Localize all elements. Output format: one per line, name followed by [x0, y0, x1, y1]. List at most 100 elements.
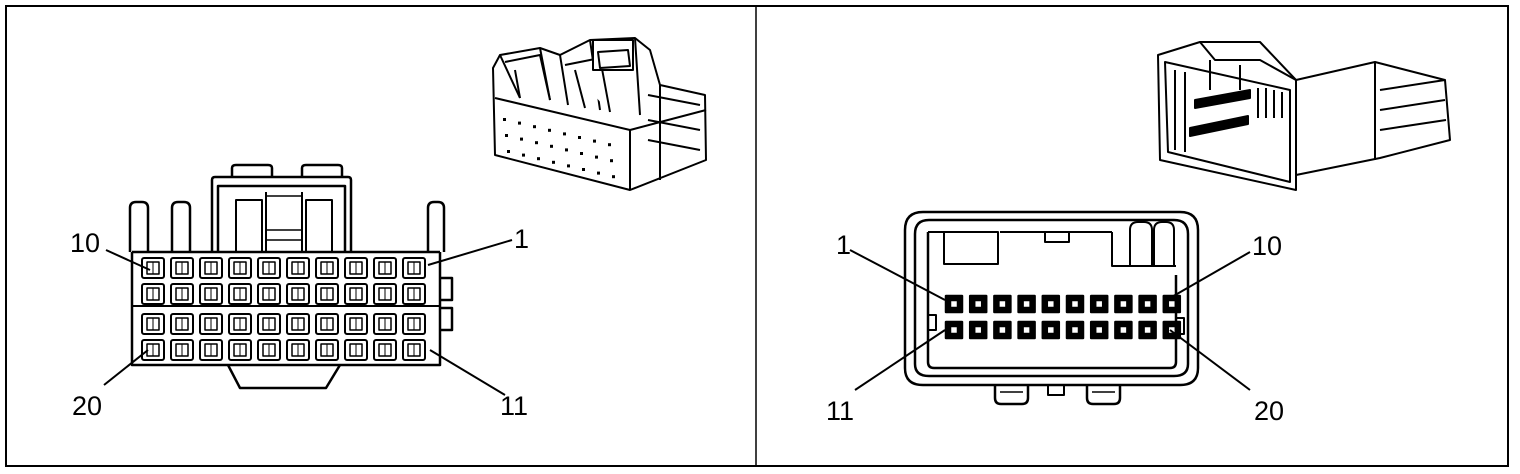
leader-pin-20 [103, 349, 149, 386]
pin-label-11: 11 [500, 391, 528, 421]
iso-cavity-dot [597, 171, 600, 175]
outer-frame [5, 5, 1509, 467]
leader-pin-11 [429, 349, 506, 396]
female-cavity [257, 283, 281, 305]
male-pin [1017, 320, 1036, 340]
leader-pin-20-male [1169, 329, 1251, 391]
iso-cavity-dot [520, 137, 523, 141]
male-pin [1041, 294, 1061, 314]
female-cavity [373, 313, 397, 335]
iso-cavity-dot [608, 143, 611, 147]
leader-pin-1 [427, 239, 513, 266]
iso-cavity-dot [533, 125, 536, 129]
iso-cavity-dot [507, 150, 510, 153]
iso-cavity-dot [563, 132, 566, 136]
male-pin [1162, 294, 1182, 314]
iso-cavity-dot [565, 148, 568, 152]
male-pin [1138, 320, 1157, 340]
male-pin [1089, 320, 1109, 340]
female-cavity [199, 339, 223, 361]
pin-label-1: 1 [514, 224, 529, 254]
female-cavity [257, 313, 281, 335]
female-cavity [199, 283, 223, 305]
iso-cavity-dot [537, 157, 540, 161]
female-cavity [315, 313, 339, 335]
iso-cavity-dot [610, 159, 613, 163]
male-pin [993, 294, 1012, 314]
iso-cavity-dot [518, 121, 521, 125]
male-leader-lines [849, 249, 1251, 391]
male-pin-label-11: 11 [826, 396, 854, 426]
female-cavity [257, 339, 281, 361]
female-cavity [373, 257, 397, 279]
female-cavity [373, 339, 397, 361]
female-cavity [315, 339, 339, 361]
male-pin [1114, 294, 1133, 314]
iso-cavity-dot [505, 134, 508, 137]
female-cavity [402, 339, 426, 361]
iso-cavity-dot [580, 152, 583, 155]
male-pin [944, 294, 964, 314]
male-pin-label-10: 10 [1252, 231, 1282, 261]
iso-cavity-dot [612, 175, 615, 179]
male-pin-label-1: 1 [836, 230, 851, 260]
female-cavity [286, 283, 310, 305]
male-pin [968, 320, 988, 340]
male-pin [1065, 294, 1085, 314]
female-cavity [199, 313, 223, 335]
iso-cavity-dot [503, 118, 506, 121]
female-cavity [402, 313, 426, 335]
female-cavity [170, 339, 194, 361]
female-cavity [344, 257, 368, 279]
female-cavity [402, 283, 426, 305]
iso-cavity-dot [578, 136, 581, 139]
iso-cavity-dot [522, 153, 525, 157]
female-cavity [199, 257, 223, 279]
female-cavity [286, 313, 310, 335]
female-cavity [402, 257, 426, 279]
male-pin [1089, 294, 1109, 314]
female-cavity [315, 257, 339, 279]
female-cavity [344, 283, 368, 305]
pin-label-10: 10 [70, 228, 100, 258]
iso-cavity-dot [593, 139, 596, 143]
iso-cavity-dot [550, 144, 553, 148]
male-pin [1065, 320, 1085, 340]
female-cavity [170, 257, 194, 279]
female-cavity [344, 313, 368, 335]
right-panel: 1 10 11 20 [826, 41, 1451, 426]
leader-pin-10 [105, 249, 151, 271]
male-pin-label-20: 20 [1254, 396, 1284, 426]
female-cavity [141, 313, 165, 335]
male-pin [968, 294, 988, 314]
female-cavity [228, 257, 252, 279]
female-cavity [228, 313, 252, 335]
female-cavity [286, 257, 310, 279]
iso-cavity-dot [552, 160, 555, 164]
female-connector-face-view [128, 163, 454, 390]
female-cavity [286, 339, 310, 361]
male-connector-iso-view [1157, 41, 1451, 191]
female-cavity [228, 283, 252, 305]
leader-pin-11-male [854, 329, 946, 391]
female-leader-lines [103, 239, 513, 396]
female-cavity [141, 283, 165, 305]
pin-label-20: 20 [72, 391, 102, 421]
male-pin [944, 320, 964, 340]
male-pin [993, 320, 1012, 340]
female-cavity [170, 283, 194, 305]
female-cavity [141, 339, 165, 361]
male-pin [1017, 294, 1036, 314]
iso-cavity-dot [582, 168, 585, 171]
male-pin [1041, 320, 1061, 340]
iso-cavity-dot [535, 141, 538, 145]
left-panel: 10 1 20 11 [70, 37, 707, 421]
male-pin [1114, 320, 1133, 340]
female-cavity [373, 283, 397, 305]
iso-cavity-dot [548, 128, 551, 132]
leader-pin-10-male [1169, 251, 1251, 299]
male-connector-face-view [903, 210, 1200, 406]
female-cavity [257, 257, 281, 279]
female-cavity [344, 339, 368, 361]
